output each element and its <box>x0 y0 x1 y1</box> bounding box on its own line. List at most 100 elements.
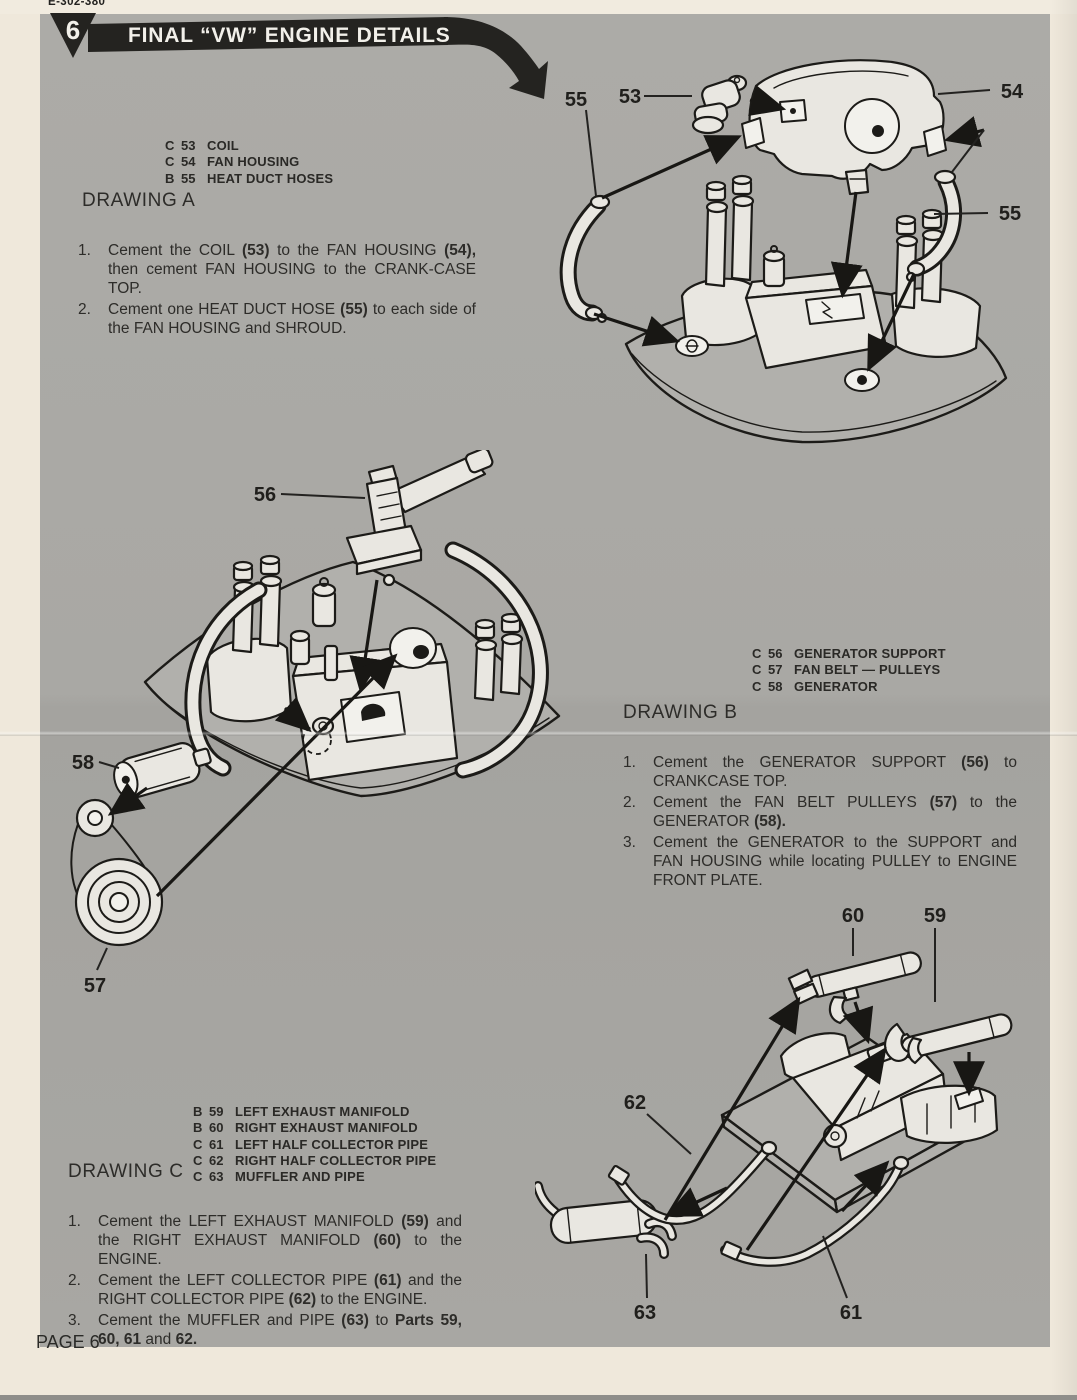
step-text: Cement the GENERATOR SUPPORT (56) to CRA… <box>653 754 1017 790</box>
part-number: 61 <box>209 1136 224 1152</box>
part-row: B 60 RIGHT EXHAUST MANIFOLD <box>193 1120 436 1136</box>
step-text: Cement one HEAT DUCT HOSE (55) to each s… <box>108 301 476 337</box>
arrow-housing-to-engine <box>830 191 863 299</box>
part-number: 56 <box>768 646 783 661</box>
arrow-pulley-to-engine <box>155 653 398 898</box>
drawing-c-illustration: 60 59 62 63 61 <box>535 905 1013 1324</box>
instruction-step: 1. Cement the GENERATOR SUPPORT (56) to C… <box>623 753 1017 791</box>
part-name: GENERATOR SUPPORT <box>794 646 946 661</box>
step-number: 1. <box>68 1213 81 1230</box>
leader-61 <box>822 1235 848 1299</box>
part-name: LEFT HALF COLLECTOR PIPE <box>235 1136 429 1152</box>
drawing-b-label: DRAWING B <box>623 702 738 723</box>
instruction-step: 3.Cement the MUFFLER and PIPE (63) to Pa… <box>68 1311 462 1349</box>
step-text: Cement the COIL (53) to the FAN HOUSING … <box>108 242 476 297</box>
step-number: 1. <box>78 242 91 259</box>
engine-assembly <box>184 541 549 782</box>
arrow-60-to-engine <box>842 1001 874 1045</box>
arrow-generator-to-pulley <box>107 782 148 816</box>
heat-duct-hose-left <box>559 194 611 324</box>
part-row: C 63 MUFFLER AND PIPE <box>193 1169 436 1185</box>
arrow-hose-to-plate-left <box>593 312 681 347</box>
arrow-hose-to-housing-left <box>601 135 742 200</box>
part-name: HEAT DUCT HOSES <box>207 170 334 186</box>
part-tree-letter: C <box>165 154 175 170</box>
part-row: C 61 LEFT HALF COLLECTOR PIPE <box>193 1137 436 1153</box>
drawing-a-label: DRAWING A <box>82 190 196 211</box>
part-number: 59 <box>209 1104 224 1119</box>
part-number: 63 <box>209 1169 224 1185</box>
part-tree-letter: C <box>193 1152 203 1168</box>
generator-support-part <box>345 450 494 587</box>
instruction-step: 3. Cement the GENERATOR to the SUPPORT an… <box>623 833 1017 890</box>
banner-step-number: 6 <box>66 15 80 45</box>
coil-part <box>691 74 748 135</box>
scan-edge-strip <box>0 1395 1077 1400</box>
leader-55-right <box>933 212 989 215</box>
leader-62 <box>646 1113 692 1155</box>
part-name: GENERATOR <box>794 678 878 694</box>
banner-title: FINAL “VW” ENGINE DETAILS <box>128 24 451 47</box>
part-name: MUFFLER AND PIPE <box>235 1169 365 1185</box>
part-tree-letter: C <box>165 138 175 153</box>
arrow-to-manifold-60 <box>663 996 801 1221</box>
arrow-hose-to-plate-right <box>867 273 916 372</box>
step-text: Cement the LEFT COLLECTOR PIPE (61) and … <box>98 1272 462 1308</box>
callout-56: 56 <box>254 484 276 506</box>
step-number: 2. <box>68 1272 81 1289</box>
arrow-to-muffler-junction <box>665 1186 728 1217</box>
part-number: 55 <box>181 170 196 186</box>
part-number: 60 <box>209 1120 224 1136</box>
engine-assembly <box>675 174 982 392</box>
header-banner: 6 FINAL “VW” ENGINE DETAILS <box>50 13 548 99</box>
leader-57 <box>96 947 108 971</box>
collector-pipe-61-part <box>720 1155 910 1267</box>
page-number: PAGE 6 <box>36 1332 100 1352</box>
leader-63 <box>645 1253 648 1299</box>
muffler-part <box>535 1181 677 1259</box>
callout-53: 53 <box>619 86 641 108</box>
arrow-to-manifold-59 <box>745 1046 887 1251</box>
part-name: RIGHT EXHAUST MANIFOLD <box>235 1120 418 1136</box>
callout-54: 54 <box>1001 81 1024 103</box>
part-number: 54 <box>181 154 196 170</box>
part-name: COIL <box>207 138 239 153</box>
step-number: 3. <box>623 834 636 851</box>
part-tree-letter: C <box>193 1136 203 1152</box>
fan-housing-part <box>741 59 947 196</box>
part-name: RIGHT HALF COLLECTOR PIPE <box>235 1152 437 1168</box>
step-text: Cement the GENERATOR to the SUPPORT and … <box>653 834 1017 889</box>
part-tree-letter: C <box>193 1169 203 1185</box>
leader-58 <box>98 761 120 769</box>
part-tree-letter: B <box>193 1120 203 1136</box>
part-name: LEFT EXHAUST MANIFOLD <box>235 1104 410 1119</box>
step-number: 1. <box>623 754 636 771</box>
callout-60: 60 <box>842 905 864 927</box>
leader-55-left <box>585 109 597 197</box>
part-number: 53 <box>181 138 196 153</box>
callout-57: 57 <box>84 975 106 997</box>
drawing-a-illustration: 55 53 54 55 <box>559 59 1024 444</box>
arrow-to-housing-right-tab <box>943 116 985 148</box>
callout-55-right: 55 <box>999 203 1021 225</box>
part-tree-letter: C <box>752 678 762 694</box>
instruction-step: 1.Cement the LEFT EXHAUST MANIFOLD (59) … <box>68 1212 462 1269</box>
instructions-c: 1.Cement the LEFT EXHAUST MANIFOLD (59) … <box>68 1212 462 1351</box>
callout-55-left: 55 <box>565 89 587 111</box>
step-number-triangle <box>50 13 96 58</box>
drawing-b-illustration: 56 58 57 <box>70 450 561 997</box>
part-row: C 53 COIL <box>165 138 333 154</box>
leader-right-fork <box>951 129 985 173</box>
leader-56 <box>280 493 366 499</box>
instruction-step: 1. Cement the COIL (53) to the FAN HOUSIN… <box>78 241 476 298</box>
leader-54 <box>937 89 991 95</box>
callout-63: 63 <box>634 1302 656 1324</box>
